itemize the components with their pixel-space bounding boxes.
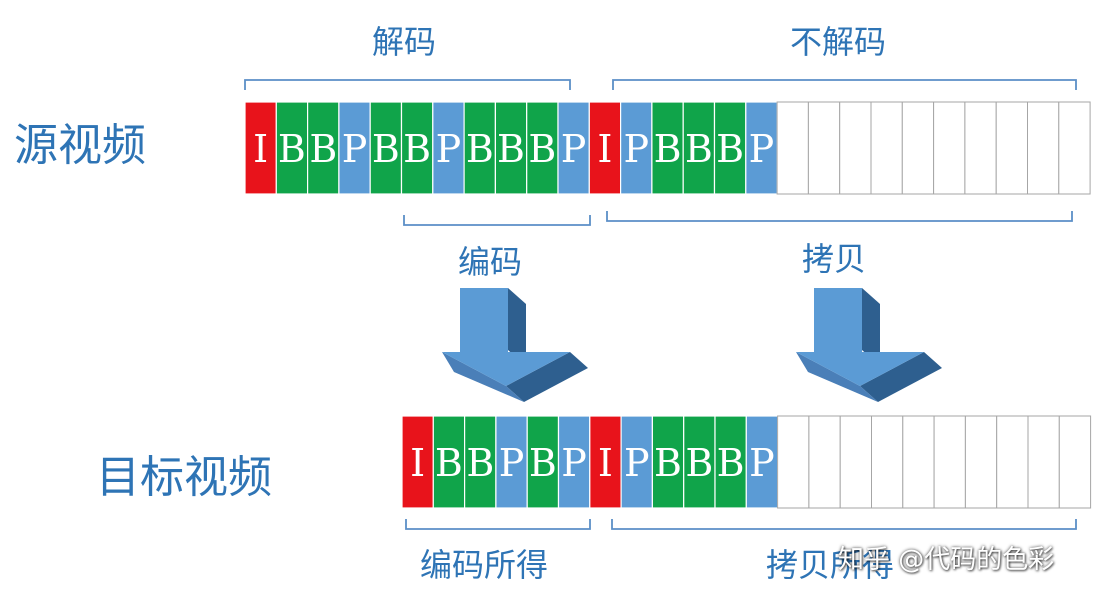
target-frame-b [651, 415, 685, 509]
target-frame-empty [808, 415, 841, 509]
encode-arrow [442, 288, 588, 402]
target-frame-empty [871, 415, 904, 509]
target-frame-i [589, 415, 622, 509]
source-frame-empty [1058, 101, 1091, 195]
source-frame-empty [995, 101, 1029, 195]
source-frame-b [494, 101, 528, 195]
decode-label: 解码 [372, 23, 437, 61]
source-frame-label: I [597, 127, 612, 171]
source-frame-empty [776, 101, 809, 195]
source-frame-p [619, 101, 653, 195]
source-frame-label: B [497, 127, 525, 171]
source-frame-empty [839, 101, 872, 195]
source-frame-label: I [253, 127, 268, 171]
source-frame-label: B [309, 127, 337, 171]
source-frame-p [745, 101, 778, 195]
source-frame-i [244, 101, 277, 195]
source-frame-label: P [436, 127, 462, 171]
decode-bracket [244, 79, 571, 90]
target-video-label: 目标视频 [96, 452, 272, 503]
encode-range-bracket [403, 215, 591, 226]
source-frame-p [338, 101, 371, 195]
source-frame-b [400, 101, 434, 195]
source-frame-b [463, 101, 497, 195]
target-frame-label: P [749, 441, 775, 485]
encode-label: 编码 [458, 243, 523, 281]
source-frame-label: P [342, 127, 368, 171]
target-frame-empty [1058, 415, 1092, 509]
source-video-label: 源视频 [14, 120, 146, 171]
target-frame-i [401, 415, 434, 509]
source-frame-empty [933, 101, 966, 195]
target-frame-label: B [529, 441, 557, 485]
source-frame-label: P [749, 127, 775, 171]
target-frame-b [714, 415, 747, 509]
target-frame-empty [996, 415, 1029, 509]
arrows-layer [442, 288, 942, 402]
source-frame-label: B [278, 127, 306, 171]
copied-result-label: 拷贝所得 [766, 546, 895, 584]
target-frame-label: B [466, 441, 494, 485]
watermark-text: 知乎 @代码的色彩 [838, 545, 1055, 575]
target-frame-label: B [654, 441, 682, 485]
target-frame-label: B [685, 441, 713, 485]
target-frame-label: P [624, 441, 650, 485]
target-frame-p [745, 415, 779, 509]
no-decode-bracket [612, 79, 1077, 90]
source-frame-b [369, 101, 403, 195]
source-frame-b [526, 101, 559, 195]
encoded-result-label: 编码所得 [420, 546, 549, 584]
no-decode-label: 不解码 [790, 23, 887, 61]
source-frame-p [557, 101, 590, 195]
source-frame-b [651, 101, 684, 195]
source-frame-label: B [685, 127, 713, 171]
target-frame-empty [839, 415, 873, 509]
target-frame-label: I [410, 441, 425, 485]
source-frame-label: B [654, 127, 682, 171]
source-frame-label: B [528, 127, 556, 171]
brackets-layer [244, 79, 1077, 530]
source-frame-i [588, 101, 622, 195]
target-frame-label: P [499, 441, 525, 485]
source-frame-empty [901, 101, 935, 195]
encoded-result-bracket [405, 519, 591, 530]
target-frame-p [557, 415, 591, 509]
target-frame-label: B [717, 441, 745, 485]
copy-label: 拷贝 [802, 240, 867, 278]
source-frame-p [432, 101, 465, 195]
source-frame-empty [870, 101, 903, 195]
copied-result-bracket [611, 519, 1077, 530]
target-frame-b [683, 415, 716, 509]
source-frame-label: B [372, 127, 400, 171]
target-frame-empty [902, 415, 935, 509]
copy-arrow [796, 288, 942, 402]
copy-range-bracket [606, 211, 1073, 222]
target-frame-empty [933, 415, 966, 509]
target-frame-empty [777, 415, 810, 509]
target-frame-empty [964, 415, 998, 509]
source-frame-label: B [403, 127, 431, 171]
target-frame-label: I [598, 441, 613, 485]
source-frame-empty [964, 101, 997, 195]
source-frame-label: B [716, 127, 744, 171]
target-frame-label: B [435, 441, 463, 485]
target-frame-empty [1027, 415, 1060, 509]
source-frame-label: P [561, 127, 587, 171]
source-frame-empty [807, 101, 841, 195]
source-frame-label: B [466, 127, 494, 171]
source-frame-empty [1027, 101, 1060, 195]
source-frame-label: P [624, 127, 650, 171]
target-frame-label: P [561, 441, 587, 485]
